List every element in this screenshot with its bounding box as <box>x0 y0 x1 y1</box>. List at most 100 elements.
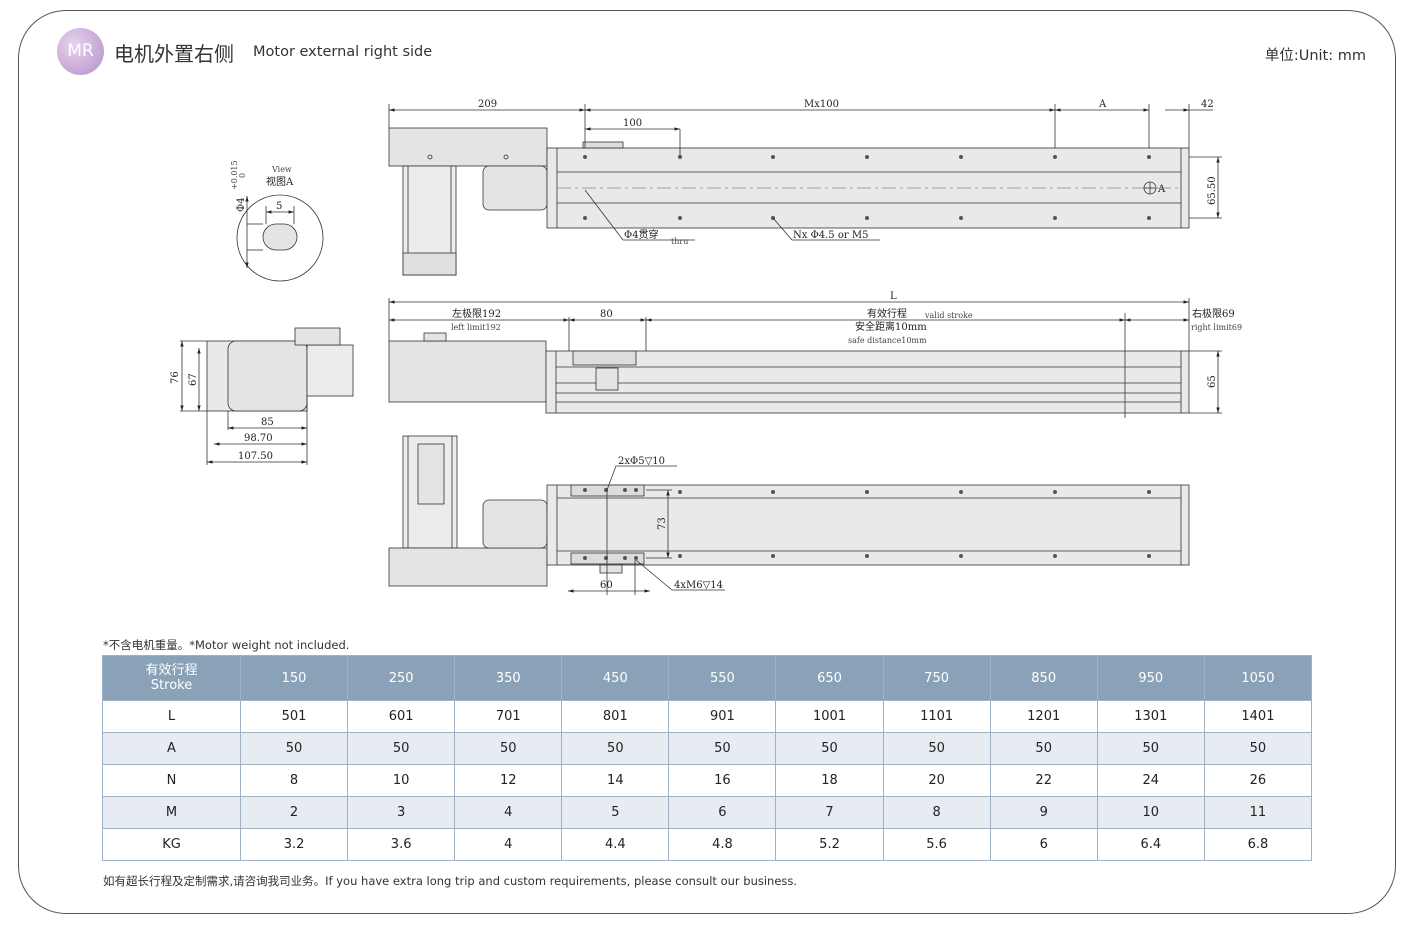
valid-stroke-label: 有效行程 <box>867 307 907 320</box>
table-cell: 6.4 <box>1096 828 1205 861</box>
table-cell: 5 <box>561 796 670 829</box>
table-cell: 1301 <box>1096 700 1205 733</box>
unit-label: 单位:Unit: mm <box>1264 48 1366 64</box>
dim-209: 209 <box>478 99 497 110</box>
table-header-row: 有效行程 Stroke 150 250 350 450 550 650 750 … <box>102 655 1313 701</box>
section-badge: MR <box>57 28 104 75</box>
dim-85: 85 <box>261 417 274 428</box>
stroke-col-header: 850 <box>989 655 1098 701</box>
table-cell: 3.2 <box>239 828 349 861</box>
table-cell: 14 <box>561 764 670 797</box>
view-a-marker: A <box>1157 184 1166 195</box>
table-cell: 50 <box>454 732 563 765</box>
safe-distance-en: safe distance10mm <box>848 336 927 345</box>
table-cell: 10 <box>1096 796 1205 829</box>
table-cell: 5.2 <box>775 828 884 861</box>
page-frame <box>18 10 1396 914</box>
dim-100: 100 <box>623 118 642 129</box>
stroke-col-header: 350 <box>454 655 563 701</box>
stroke-col-header: 650 <box>775 655 884 701</box>
table-cell: 6 <box>668 796 777 829</box>
table-cell: 501 <box>239 700 349 733</box>
dim-mx100: Mx100 <box>804 99 839 110</box>
table-cell: 26 <box>1203 764 1313 797</box>
dim-65-50: 65.50 <box>1207 176 1218 205</box>
holes-4x-label: 4xM6▽14 <box>674 580 723 591</box>
stroke-col-header: 1050 <box>1203 655 1313 701</box>
table-cell: 1201 <box>989 700 1098 733</box>
view-a: View 视图A Φ4 +0.015 0 5 <box>230 160 324 282</box>
table-cell: 50 <box>1203 732 1313 765</box>
row-label: M <box>102 796 241 829</box>
table-cell: 4 <box>454 828 563 861</box>
right-limit-label: 右极限69 <box>1192 307 1235 320</box>
page-title-en: Motor external right side <box>253 44 433 60</box>
table-cell: 10 <box>347 764 456 797</box>
row-label: KG <box>102 828 241 861</box>
dim-65: 65 <box>1207 375 1218 388</box>
left-limit-en: left limit192 <box>451 323 501 332</box>
footer-note: 如有超长行程及定制需求,请咨询我司业务。If you have extra lo… <box>103 874 798 888</box>
top-view: A 209 Mx100 A 42 100 65.50 Φ4贯穿 thru Nx … <box>388 99 1222 276</box>
table-cell: 18 <box>775 764 884 797</box>
stroke-col-header: 150 <box>239 655 349 701</box>
table-cell: 50 <box>239 732 349 765</box>
hole-nx-label: Nx Φ4.5 or M5 <box>793 230 868 241</box>
table-cell: 50 <box>775 732 884 765</box>
stroke-header-cn: 有效行程 <box>145 663 198 678</box>
table-cell: 50 <box>347 732 456 765</box>
right-limit-en: right limit69 <box>1191 323 1242 332</box>
dim-phi4: Φ4 <box>236 197 247 212</box>
table-cell: 701 <box>454 700 563 733</box>
table-cell: 601 <box>347 700 456 733</box>
dim-107-50: 107.50 <box>238 451 273 462</box>
stroke-col-header: 550 <box>668 655 777 701</box>
page-title-cn: 电机外置右侧 <box>114 42 234 66</box>
stroke-col-header: 950 <box>1096 655 1205 701</box>
table-cell: 12 <box>454 764 563 797</box>
dim-98-70: 98.70 <box>244 433 273 444</box>
table-cell: 6 <box>989 828 1098 861</box>
bottom-view: 2xΦ5▽10 73 4xM6▽14 60 <box>388 435 1190 595</box>
table-cell: 3 <box>347 796 456 829</box>
table-cell: 24 <box>1096 764 1205 797</box>
table-cell: 1401 <box>1203 700 1313 733</box>
dim-60: 60 <box>600 580 613 591</box>
holes-2x-label: 2xΦ5▽10 <box>618 456 665 467</box>
stroke-col-header: 450 <box>561 655 670 701</box>
table-cell: 9 <box>989 796 1098 829</box>
dim-5: 5 <box>276 201 282 212</box>
dim-a: A <box>1098 99 1107 110</box>
safe-distance-label: 安全距离10mm <box>855 320 927 333</box>
table-cell: 11 <box>1203 796 1313 829</box>
stroke-header-en: Stroke <box>150 678 193 693</box>
table-cell: 4 <box>454 796 563 829</box>
table-cell: 1001 <box>775 700 884 733</box>
table-cell: 7 <box>775 796 884 829</box>
table-cell: 50 <box>1096 732 1205 765</box>
valid-stroke-en: valid stroke <box>924 311 973 320</box>
end-view: 76 67 85 98.70 107.50 <box>170 327 354 465</box>
row-label: A <box>102 732 241 765</box>
dim-76: 76 <box>170 371 181 384</box>
stroke-spec-table: 有效行程 Stroke 150 250 350 450 550 650 750 … <box>102 655 1313 861</box>
table-cell: 22 <box>989 764 1098 797</box>
dim-73: 73 <box>657 517 668 530</box>
table-cell: 4.8 <box>668 828 777 861</box>
table-cell: 8 <box>882 796 991 829</box>
dim-67: 67 <box>188 373 199 386</box>
hole-thru-label: Φ4贯穿 <box>624 228 659 241</box>
technical-drawing: A 209 Mx100 A 42 100 65.50 Φ4贯穿 thru Nx … <box>170 99 1242 595</box>
table-cell: 8 <box>239 764 349 797</box>
table-cell: 3.6 <box>347 828 456 861</box>
stroke-col-header: 250 <box>347 655 456 701</box>
table-cell: 801 <box>561 700 670 733</box>
stroke-col-header: 750 <box>882 655 991 701</box>
tol-top: +0.015 <box>230 160 239 190</box>
dim-l: L <box>890 291 897 302</box>
dim-80: 80 <box>600 309 613 320</box>
